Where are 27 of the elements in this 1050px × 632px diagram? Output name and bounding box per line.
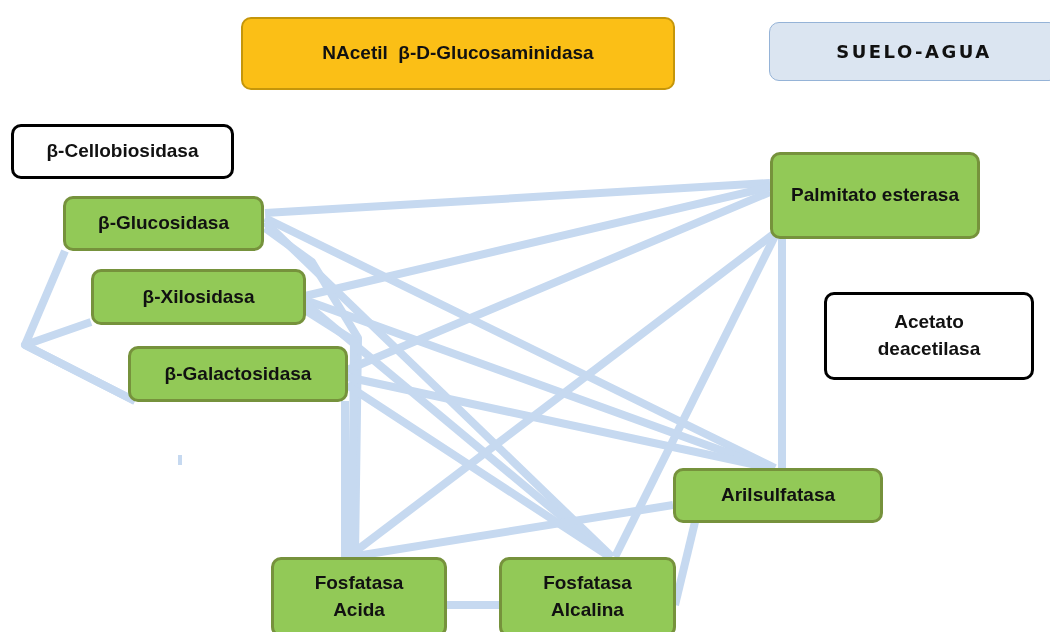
connector-line	[446, 601, 499, 609]
node-label: Palmitato esterasa	[791, 183, 959, 208]
enzyme-box	[241, 17, 675, 90]
node-label: Arilsulfatasa	[720, 483, 835, 508]
header-box	[769, 22, 1050, 81]
node-label: β-Glucosidasa	[98, 211, 229, 236]
connector-line	[264, 179, 771, 217]
connector-line	[341, 401, 349, 557]
node-label: SUELO-AGUA	[836, 39, 992, 64]
node-label: Fosfatasa Acida	[313, 571, 405, 622]
enzyme-box	[271, 557, 447, 632]
enzyme-box	[91, 269, 306, 325]
node-label: β-Xilosidasa	[142, 284, 255, 309]
node-label: β-Cellobiosidasa	[46, 139, 199, 164]
enzyme-box	[499, 557, 676, 632]
enzyme-box	[824, 292, 1034, 380]
enzyme-box	[770, 152, 980, 239]
node-label: Fosfatasa Alcalina	[542, 571, 633, 622]
enzyme-box	[673, 468, 883, 523]
node-label: β-Galactosidasa	[164, 361, 312, 386]
enzyme-box	[128, 346, 348, 402]
connector-line	[778, 238, 786, 468]
node-label: Acetato deacetilasa	[876, 310, 982, 361]
node-label: NAcetil β-D-Glucosaminidasa	[322, 41, 594, 66]
connector-line	[21, 318, 137, 405]
enzyme-box	[11, 124, 234, 179]
enzyme-box	[63, 196, 264, 251]
